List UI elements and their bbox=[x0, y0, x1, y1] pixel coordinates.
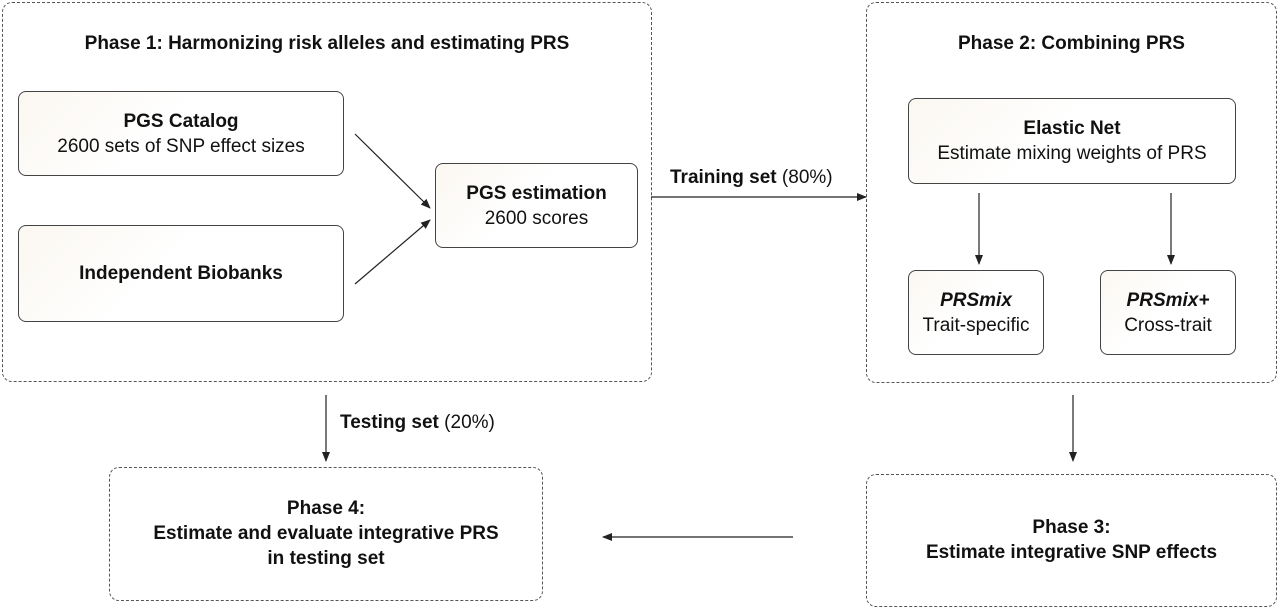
phase3-line2: Estimate integrative SNP effects bbox=[925, 542, 1218, 563]
training-set-pct: (80%) bbox=[781, 167, 833, 188]
phase2-container: Phase 2: Combining PRS bbox=[866, 2, 1277, 383]
pgs-estimation-node: PGS estimation 2600 scores bbox=[435, 163, 638, 248]
elastic-net-subtitle: Estimate mixing weights of PRS bbox=[937, 143, 1207, 164]
testing-set-pct: (20%) bbox=[444, 412, 495, 433]
phase1-container: Phase 1: Harmonizing risk alleles and es… bbox=[2, 2, 652, 382]
phase3-text: Phase 3: Estimate integrative SNP effect… bbox=[867, 515, 1276, 565]
testing-set-text: Testing set bbox=[340, 412, 439, 433]
phase4-text: Phase 4: Estimate and evaluate integrati… bbox=[110, 496, 542, 571]
prsmix-subtitle: Trait-specific bbox=[922, 314, 1030, 336]
phase4-line3: in testing set bbox=[267, 548, 385, 569]
phase1-title: Phase 1: Harmonizing risk alleles and es… bbox=[84, 33, 570, 54]
phase3-line1: Phase 3: bbox=[1032, 517, 1111, 538]
arrow-biobanks-to-estimation bbox=[354, 219, 431, 285]
phase3-container: Phase 3: Estimate integrative SNP effect… bbox=[866, 474, 1277, 607]
prsmix-title: PRSmix bbox=[940, 289, 1012, 311]
elastic-net-node: Elastic Net Estimate mixing weights of P… bbox=[908, 98, 1236, 184]
arrow-catalog-to-estimation bbox=[354, 133, 431, 209]
biobanks-node: Independent Biobanks bbox=[18, 225, 344, 322]
prsmix-node: PRSmix Trait-specific bbox=[908, 270, 1044, 355]
phase4-container: Phase 4: Estimate and evaluate integrati… bbox=[109, 467, 543, 601]
prsmix-plus-subtitle: Cross-trait bbox=[1124, 314, 1212, 336]
phase4-line1: Phase 4: bbox=[286, 498, 366, 519]
pgs-estimation-title: PGS estimation bbox=[466, 182, 607, 204]
phase4-line2: Estimate and evaluate integrative PRS bbox=[153, 523, 499, 544]
training-set-label: Training set (80%) bbox=[670, 167, 833, 189]
prsmix-plus-node: PRSmix+ Cross-trait bbox=[1100, 270, 1236, 355]
testing-set-label: Testing set (20%) bbox=[340, 412, 495, 434]
training-set-text: Training set bbox=[670, 167, 777, 188]
pgs-catalog-title: PGS Catalog bbox=[123, 110, 239, 132]
pgs-catalog-subtitle: 2600 sets of SNP effect sizes bbox=[57, 135, 305, 157]
pgs-catalog-node: PGS Catalog 2600 sets of SNP effect size… bbox=[18, 91, 344, 176]
biobanks-title: Independent Biobanks bbox=[79, 263, 283, 284]
phase2-title: Phase 2: Combining PRS bbox=[958, 33, 1185, 54]
pgs-estimation-subtitle: 2600 scores bbox=[484, 207, 589, 229]
prsmix-plus-title: PRSmix+ bbox=[1126, 289, 1210, 311]
elastic-net-title: Elastic Net bbox=[1023, 118, 1121, 139]
